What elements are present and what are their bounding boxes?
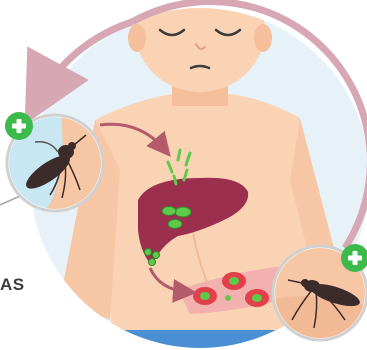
plus-badge-left (5, 112, 33, 140)
liver-parasite (162, 207, 176, 216)
connector-line (0, 196, 20, 205)
liver-parasite (168, 220, 182, 229)
liver-parasite (175, 207, 191, 217)
merozoite (149, 259, 156, 266)
merozoite (145, 249, 152, 256)
merozoite (153, 252, 160, 259)
left-ear (128, 24, 146, 52)
right-ear (254, 24, 272, 52)
edge-text: AS (0, 275, 25, 295)
